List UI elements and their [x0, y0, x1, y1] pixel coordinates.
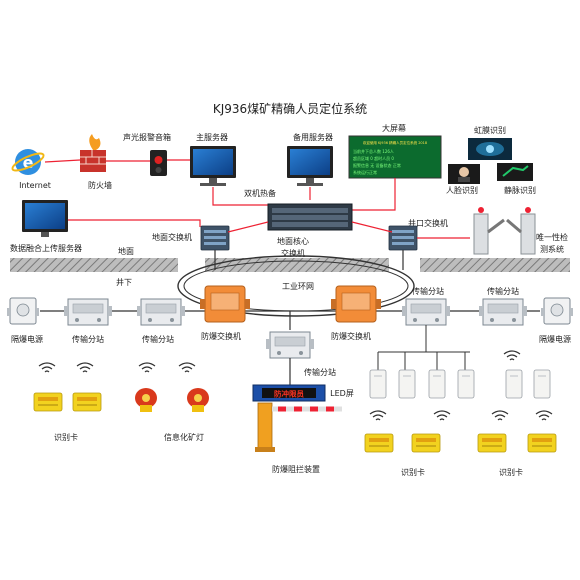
id-card-icon [72, 392, 102, 412]
iso-power-icon [6, 297, 40, 325]
transfer-substation-icon [401, 298, 451, 326]
mining-lamp-icon [187, 388, 209, 412]
vein-label: 静脉识别 [504, 185, 536, 195]
surface-switch-icon [200, 225, 230, 251]
unique-check-label: 唯一性检 [536, 232, 568, 242]
firewall-icon [80, 134, 106, 172]
card-reader-icon [457, 369, 475, 399]
barrier-label: 防爆阻拦装置 [272, 464, 320, 474]
wireless-signal-icon [503, 350, 521, 361]
id-card-label: 识别卡 [401, 467, 425, 477]
face-label: 人脸识别 [446, 185, 478, 195]
wireless-signal-icon [491, 410, 509, 421]
wireless-signal-icon [369, 410, 387, 421]
transfer-substation-icon [265, 331, 315, 359]
dual-hot-standby-label: 双机热备 [244, 188, 276, 198]
data-upload-server-monitor-icon [22, 200, 68, 237]
card-reader-icon [505, 369, 523, 399]
big-screen-header: 欢迎使用 KJ936 精确人员定位系统 2018 [363, 140, 427, 145]
big-screen: 欢迎使用 KJ936 精确人员定位系统 2018 当前井下总人数 126人 超员… [348, 135, 442, 179]
transfer-substation-icon [63, 298, 113, 326]
led-screen: 防冲限员 [252, 384, 326, 402]
big-screen-row: 报警信息 无 设备状态 正常 [353, 162, 401, 168]
core-switch-label: 地面核心 [277, 236, 309, 246]
wireless-signal-icon [76, 362, 94, 373]
surface-switch-label: 地面交换机 [152, 232, 192, 242]
barrier-gate-icon [255, 402, 342, 452]
surface-label: 地面 [118, 246, 134, 256]
face-scanner-icon [448, 164, 480, 184]
iso-power-label: 隔爆电源 [11, 334, 43, 344]
id-card-icon [527, 433, 557, 453]
transfer-substation-icon [136, 298, 186, 326]
big-screen-label: 大屏幕 [382, 123, 406, 133]
diagram-title: KJ936煤矿精确人员定位系统 [213, 101, 367, 116]
id-card-icon [411, 433, 441, 453]
big-screen-row: 超员区域 0 超时人员 0 [353, 155, 394, 161]
wireless-signal-icon [178, 362, 196, 373]
main-server-monitor-icon [190, 146, 236, 186]
alarm-box-label: 声光报警音箱 [123, 132, 171, 142]
backup-server-monitor-icon [287, 146, 333, 186]
internet-label: Internet [19, 181, 51, 190]
underground-label: 井下 [116, 277, 132, 287]
transfer-substation-label: 传输分站 [304, 367, 336, 377]
card-reader-icon [533, 369, 551, 399]
ground-stripe-right [420, 258, 570, 272]
transfer-substation-icon [478, 298, 528, 326]
svg-text:e: e [23, 153, 34, 172]
id-card-icon [33, 392, 63, 412]
wireless-signal-icon [535, 410, 553, 421]
transfer-substation-label: 传输分站 [142, 334, 174, 344]
card-reader-icon [428, 369, 446, 399]
turnstile-gate-icon [473, 207, 536, 255]
main-server-label: 主服务器 [196, 132, 228, 142]
vein-scanner-icon [497, 163, 533, 181]
card-reader-icon [369, 369, 387, 399]
iso-power-label: 隔爆电源 [539, 334, 571, 344]
backup-server-label: 备用服务器 [293, 132, 333, 142]
shaft-switch-icon [388, 225, 418, 251]
iris-label: 虹膜识别 [474, 125, 506, 135]
internet-icon: e [11, 149, 45, 175]
core-switch-rack-icon [267, 203, 353, 231]
transfer-substation-label: 传输分站 [412, 286, 444, 296]
id-card-label: 识别卡 [54, 432, 78, 442]
industrial-ring-label: 工业环网 [282, 281, 314, 291]
data-upload-server-label: 数据融合上传服务器 [10, 243, 82, 253]
ex-switch-icon [330, 285, 382, 323]
id-card-icon [477, 433, 507, 453]
shaft-switch-label: 井口交换机 [408, 218, 448, 228]
wireless-signal-icon [138, 362, 156, 373]
wireless-signal-icon [433, 410, 451, 421]
mining-lamp-icon [135, 388, 157, 412]
firewall-label: 防火墙 [88, 180, 112, 190]
wireless-signal-icon [38, 362, 56, 373]
ground-stripe-center [205, 258, 389, 272]
ground-stripe-left [10, 258, 178, 272]
transfer-substation-label: 传输分站 [72, 334, 104, 344]
unique-check-label: 测系统 [540, 244, 564, 254]
alarm-box-icon [150, 150, 167, 176]
big-screen-row: 系统运行正常 [353, 169, 377, 175]
led-screen-label: LED屏 [330, 389, 354, 398]
id-card-icon [364, 433, 394, 453]
card-reader-icon [398, 369, 416, 399]
core-switch-label: 交换机 [281, 248, 305, 258]
ex-switch-label: 防爆交换机 [331, 331, 371, 341]
iris-scanner-icon [468, 138, 512, 160]
ex-switch-label: 防爆交换机 [201, 331, 241, 341]
id-card-label: 识别卡 [499, 467, 523, 477]
led-screen-text: 防冲限员 [274, 389, 304, 399]
ex-switch-icon [199, 285, 251, 323]
industrial-ring-network [177, 255, 415, 317]
iso-power-icon [540, 297, 574, 325]
transfer-substation-label: 传输分站 [487, 286, 519, 296]
info-lamp-label: 信息化矿灯 [164, 432, 204, 442]
big-screen-row: 当前井下总人数 126人 [353, 148, 394, 154]
